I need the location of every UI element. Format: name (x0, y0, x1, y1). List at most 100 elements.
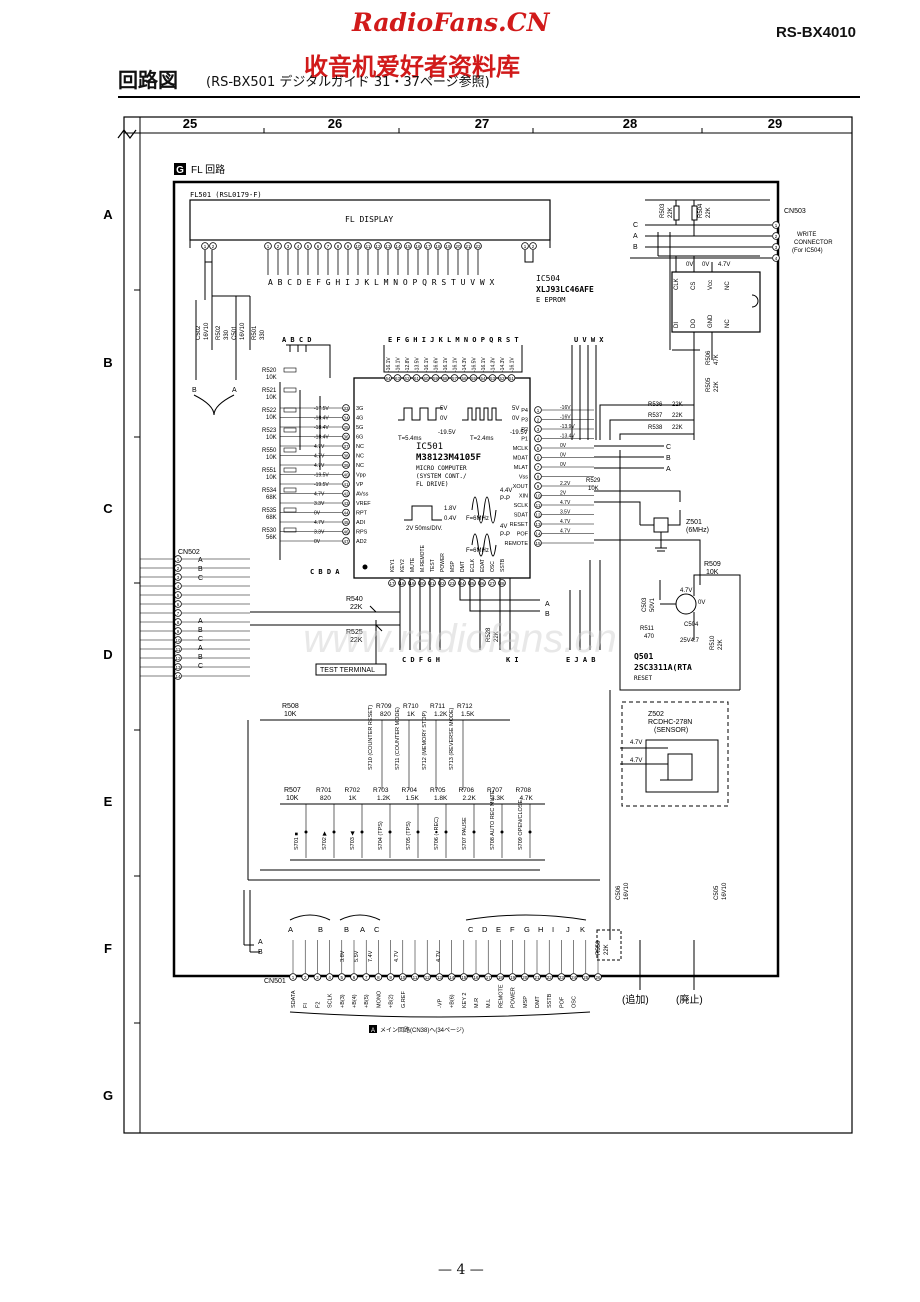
key-r1-switch: S711 (COUNTER MODE) (395, 707, 401, 770)
fl-grid-pin-label: 2 (277, 244, 280, 249)
cn501-pin (362, 973, 371, 981)
ic501-top-pin-label: 53 (490, 376, 496, 381)
wave1-low: -19.5V (438, 430, 456, 436)
ic501-top-volt: -12.8V (405, 357, 411, 372)
fl-grid-pin-label: 16 (415, 244, 421, 249)
ic501-top-pin-label: 52 (499, 376, 505, 381)
cn503-pin (772, 232, 780, 240)
cn502-pin (174, 636, 182, 644)
cn501-pin-label: 22 (547, 975, 553, 980)
cn502-pin-label: 14 (175, 674, 181, 679)
fl-grid-pin (424, 242, 432, 250)
left-resistor-body (283, 447, 297, 453)
ic501-bottom-pin-name: POWER (440, 553, 446, 572)
cn501-pin-label: 23 (559, 975, 565, 980)
r537-label: R537 (648, 413, 663, 419)
ic501-left-pin-label: 43 (343, 501, 349, 506)
wave5-mid: 0.4V (444, 516, 456, 522)
cn502-ref: CN502 (178, 549, 200, 556)
cn502-pin-label: 2 (177, 566, 180, 571)
ic504-pin-cs: CS (691, 282, 697, 290)
cn501-signal: POWER (511, 987, 517, 1008)
ic501-left-volt: 4.7V (314, 454, 325, 460)
r538-label: R538 (648, 425, 663, 431)
ic501-top-volt: -16.1V (386, 357, 392, 372)
ic501-left-pin (342, 527, 350, 536)
ic501-bottom-pin-name: DMT (460, 561, 466, 572)
key-r2-ref: R708 (516, 787, 532, 794)
r528-val: 22K (494, 631, 500, 642)
ic501-left-volt: 4.7V (314, 463, 325, 469)
z501-ref: Z501 (686, 519, 702, 526)
cn502-pin (174, 654, 182, 662)
cn501-pin-label: 26 (595, 975, 601, 980)
ic501-top-pin-label: 63 (395, 376, 401, 381)
fl-grid-pin-label: 7 (327, 244, 330, 249)
svg-text:K I: K I (506, 656, 519, 664)
svg-text:B: B (545, 611, 550, 618)
ic501-right-pin-label: 10 (535, 494, 541, 499)
bus-right-letter: G (524, 925, 530, 934)
ic504-eeprom: IC504 XLJ93LC46AFE E EPROM CLK CS Vcc NC… (536, 232, 761, 350)
ic504-type: E EPROM (536, 296, 566, 304)
fl-grid-pin (404, 242, 412, 250)
section-badge-box (174, 163, 186, 175)
key-r2-val: 1K (349, 795, 358, 802)
ic501-left-volt: 4.7V (314, 444, 325, 450)
ic501-top-volt: -14.3V (491, 357, 497, 372)
wave1-mid: 0V (440, 416, 447, 422)
r505-val: 22K (714, 381, 720, 392)
cn501-pin-label: 3 (316, 975, 319, 980)
watermark-title: RadioFans.CN (352, 8, 550, 37)
left-resistor-ref: R522 (262, 408, 277, 414)
ic501-left-volt: 3.3V (314, 501, 325, 507)
r509-label: R509 (704, 561, 721, 568)
ic501-right-volt: 0V (560, 443, 567, 449)
ic-ctrl-b: B (666, 455, 671, 462)
ic501-right-volt: -13.9V (560, 424, 575, 430)
ic501-left-volt: 4.7V (314, 492, 325, 498)
cn501-signal: REMOTE (498, 984, 504, 1008)
r510-val: 22K (718, 639, 724, 650)
z502-volt-2: 4.7V (630, 758, 642, 764)
fl-lead-path (204, 250, 534, 263)
ic501-bottom-pin-label: 21 (429, 581, 435, 586)
ic501-right-pin-label: 11 (536, 503, 541, 508)
ic501-left-pin (342, 499, 350, 507)
ic501-right-pin-name: XIN (519, 494, 528, 500)
ic504-pin-nc1: NC (725, 281, 731, 290)
ic501-bottom-pin-name: KEY1 (390, 559, 396, 572)
key-r2-ref: R707 (487, 787, 503, 794)
left-resistor-val: 56K (266, 535, 277, 541)
z501-val: (6MHz) (686, 527, 709, 534)
ic501-right-pin-name: Vss (519, 475, 528, 481)
r502-val: 330 (224, 329, 230, 340)
key-r2-contact (332, 830, 336, 834)
cn503-desc-1: WRITE (797, 232, 816, 238)
key-r2-val: 1.2K (377, 795, 391, 802)
wc-letter-a: A (633, 233, 638, 240)
ic-ctrl-a: A (666, 466, 671, 473)
key-r2-ref: R703 (373, 787, 389, 794)
ic501-desc-2: (SYSTEM CONT./ (416, 473, 467, 480)
wc-letter-c: C (633, 222, 638, 229)
ic501-bottom-pin-label: 24 (459, 581, 465, 586)
cn503-pin-label: 2 (775, 234, 778, 239)
cn503-desc-3: (For IC504) (792, 248, 823, 254)
cn501-pin (374, 973, 383, 981)
ic501-top-pin-label: 58 (442, 376, 448, 381)
key-r2-switch: S705 (TPS) (406, 821, 412, 850)
cn501-pin-label: 25 (583, 975, 589, 980)
ic501-top-pin (488, 374, 497, 382)
cn501-signal: +B(6) (450, 994, 456, 1008)
left-resistor-ref: R535 (262, 508, 277, 514)
key-r2-contact (360, 830, 364, 834)
r507-label: R507 (284, 787, 301, 794)
cn501-signal: F2 (315, 1002, 321, 1008)
fl-grid-pin (364, 242, 372, 250)
ic501-right-pin-label: 1 (537, 408, 540, 413)
wave2-period: T=2.4ms (470, 436, 494, 442)
r506-val: 47K (714, 354, 720, 365)
